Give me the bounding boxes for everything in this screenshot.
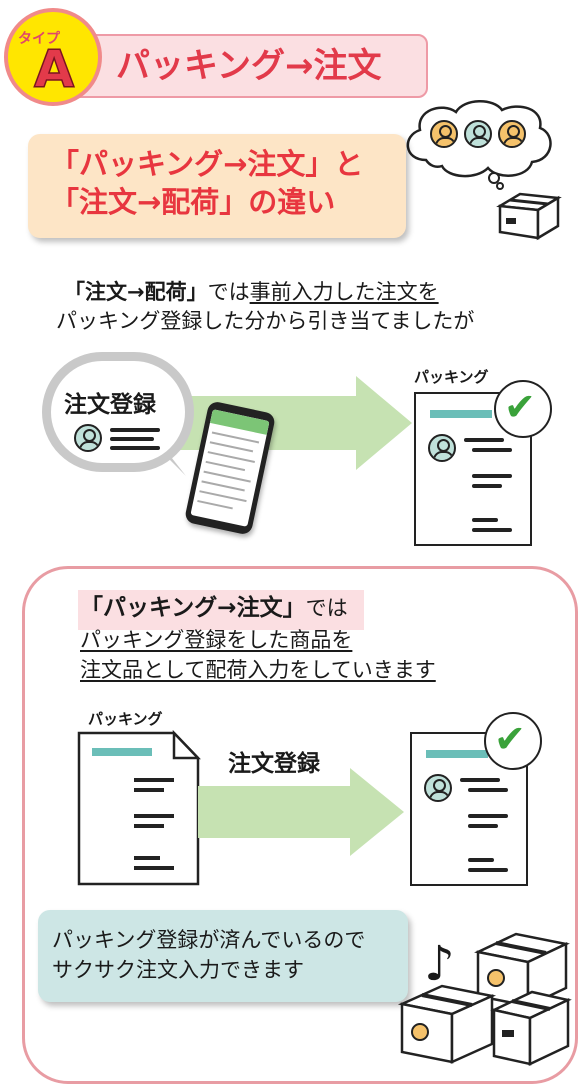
person-icon [498, 120, 526, 148]
check-bubble [484, 712, 542, 770]
person-icon [74, 424, 102, 452]
cardboard-box-icon [496, 192, 562, 241]
difference-title: 「パッキング→注文」と 「注文→配荷」の違い [50, 146, 363, 221]
arrow-right-icon [198, 768, 404, 856]
person-icon [424, 774, 452, 802]
person-icon [464, 120, 492, 148]
packing-doc-label: パッキング [414, 368, 489, 386]
smartphone-app-bar [209, 409, 270, 435]
checkmark-icon: ✔ [494, 717, 526, 761]
type-badge-letter: A [33, 40, 75, 100]
section2-line-2: パッキング登録をした商品を [80, 628, 353, 652]
difference-box [28, 134, 406, 238]
section1-line-2: パッキング登録した分から引き当てましたが [56, 309, 475, 333]
section2-connector: では [305, 596, 348, 620]
text-line [110, 437, 154, 441]
difference-line-1: 「パッキング→注文」と [50, 147, 364, 181]
section1-keyword: 「注文→配荷」 [64, 280, 208, 304]
section1-line-1: 「注文→配荷」では事前入力した注文を [64, 280, 439, 305]
type-badge-label: タイプ [18, 31, 60, 47]
bubble-label: 注文登録 [64, 392, 156, 418]
checkmark-icon: ✔ [504, 385, 536, 429]
title-banner [68, 34, 428, 98]
section2-line-3: 注文品として配荷入力をしていきます [80, 658, 436, 682]
type-badge [4, 8, 102, 106]
cardboard-boxes-icon [397, 932, 572, 1066]
section1-connector: では [207, 280, 250, 304]
arrow-label: 注文登録 [228, 751, 320, 777]
note-text: パッキング登録が済んでいるので サクサク注文入力できます [52, 925, 365, 986]
section2-line-1: 「パッキング→注文」では [80, 595, 348, 623]
difference-line-2: 「注文→配荷」の違い [50, 184, 336, 219]
packing-document-folded [77, 729, 201, 886]
keyword-highlight [78, 590, 364, 630]
text-line [110, 446, 160, 450]
section2-keyword: 「パッキング→注文」 [80, 595, 306, 621]
check-bubble [494, 380, 552, 438]
note-line-1: パッキング登録が済んでいるので [52, 928, 366, 952]
packing-doc-label: パッキング [88, 710, 163, 728]
music-note-icon: ♪ [424, 936, 455, 992]
person-icon [428, 434, 456, 462]
person-icon [430, 120, 458, 148]
text-line [110, 428, 160, 432]
note-box [38, 910, 408, 1002]
page-title: パッキング→注文 [116, 46, 382, 86]
section1-underlined: 事前入力した注文を [249, 280, 439, 304]
note-line-2: サクサク注文入力できます [52, 958, 304, 983]
order-registration-bubble [42, 352, 194, 472]
